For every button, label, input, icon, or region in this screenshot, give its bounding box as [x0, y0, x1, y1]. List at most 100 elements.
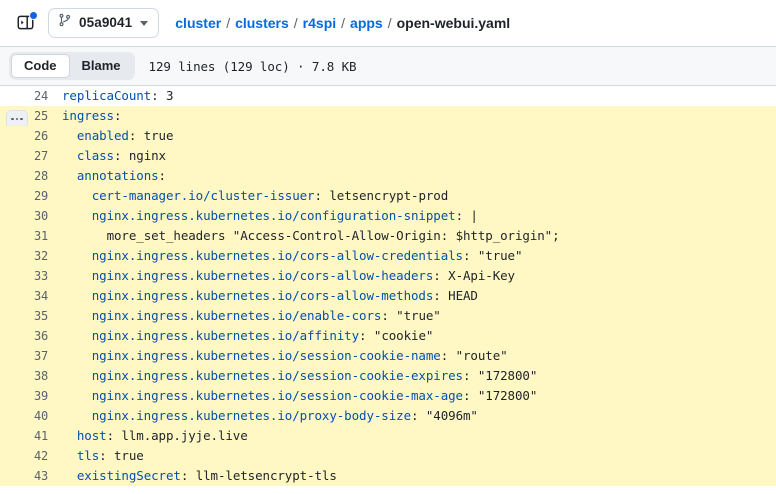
- token-punct: :: [158, 168, 167, 183]
- code-line-content[interactable]: nginx.ingress.kubernetes.io/affinity: "c…: [58, 326, 434, 346]
- code-line-content[interactable]: nginx.ingress.kubernetes.io/session-cook…: [58, 386, 538, 406]
- token-key: nginx.ingress.kubernetes.io/cors-allow-m…: [91, 288, 434, 303]
- line-number[interactable]: 33: [33, 269, 48, 283]
- code-line-content[interactable]: class: nginx: [58, 146, 166, 166]
- indent-space: [62, 228, 107, 243]
- line-number[interactable]: 28: [33, 169, 48, 183]
- token-val: 3: [165, 88, 174, 103]
- code-line: 29 cert-manager.io/cluster-issuer: letse…: [0, 186, 776, 206]
- line-number[interactable]: 43: [33, 469, 48, 483]
- breadcrumb-current-file: open-webui.yaml: [396, 14, 511, 31]
- code-line-content[interactable]: nginx.ingress.kubernetes.io/cors-allow-c…: [58, 246, 523, 266]
- line-number[interactable]: 32: [33, 249, 48, 263]
- sidebar-expand-icon[interactable]: [12, 10, 38, 36]
- code-line: 30 nginx.ingress.kubernetes.io/configura…: [0, 206, 776, 226]
- code-line-content[interactable]: cert-manager.io/cluster-issuer: letsencr…: [58, 186, 449, 206]
- line-number[interactable]: 29: [33, 189, 48, 203]
- code-line-content[interactable]: ingress:: [58, 106, 122, 126]
- code-line-content[interactable]: enabled: true: [58, 126, 174, 146]
- ellipsis-dot-icon: [11, 117, 14, 121]
- line-number[interactable]: 38: [33, 369, 48, 383]
- indent-space: [62, 308, 92, 323]
- code-line-content[interactable]: tls: true: [58, 446, 144, 466]
- line-number[interactable]: 31: [33, 229, 48, 243]
- breadcrumb-link-clusters[interactable]: clusters: [235, 14, 289, 31]
- line-number[interactable]: 35: [33, 309, 48, 323]
- code-line-content[interactable]: nginx.ingress.kubernetes.io/cors-allow-h…: [58, 266, 515, 286]
- expand-hunk-button[interactable]: [6, 110, 28, 128]
- code-line: 24 replicaCount: 3: [0, 86, 776, 106]
- line-number[interactable]: 40: [33, 409, 48, 423]
- breadcrumb-separator: /: [293, 14, 298, 31]
- line-number[interactable]: 25: [0, 109, 58, 128]
- line-number[interactable]: 37: [33, 349, 48, 363]
- line-number[interactable]: 26: [33, 129, 48, 143]
- indent-space: [62, 428, 77, 443]
- token-val: more_set_headers "Access-Control-Allow-O…: [106, 228, 560, 243]
- token-punct: :: [463, 368, 478, 383]
- token-key: nginx.ingress.kubernetes.io/session-cook…: [91, 348, 441, 363]
- line-number[interactable]: 39: [33, 389, 48, 403]
- token-val: nginx: [128, 148, 166, 163]
- token-punct: :: [433, 288, 449, 303]
- breadcrumb-link-apps[interactable]: apps: [350, 14, 383, 31]
- token-punct: :: [381, 308, 397, 323]
- code-line: 38 nginx.ingress.kubernetes.io/session-c…: [0, 366, 776, 386]
- token-punct: :: [463, 248, 478, 263]
- token-key: ingress: [62, 108, 114, 123]
- code-line-content[interactable]: replicaCount: 3: [58, 86, 174, 106]
- code-line-content[interactable]: nginx.ingress.kubernetes.io/proxy-body-s…: [58, 406, 478, 426]
- code-line: 28 annotations:: [0, 166, 776, 186]
- token-key: existingSecret: [76, 468, 181, 483]
- line-number[interactable]: 34: [33, 289, 48, 303]
- code-line: 35 nginx.ingress.kubernetes.io/enable-co…: [0, 306, 776, 326]
- code-line-content[interactable]: nginx.ingress.kubernetes.io/enable-cors:…: [58, 306, 441, 326]
- code-line-content[interactable]: host: llm.app.jyje.live: [58, 426, 248, 446]
- code-line-content[interactable]: annotations:: [58, 166, 166, 186]
- line-number[interactable]: 30: [33, 209, 48, 223]
- breadcrumb-link-cluster[interactable]: cluster: [175, 14, 222, 31]
- indent-space: [62, 248, 92, 263]
- token-punct: :: [128, 128, 144, 143]
- breadcrumb-link-r4spi[interactable]: r4spi: [302, 14, 337, 31]
- code-line-content[interactable]: nginx.ingress.kubernetes.io/configuratio…: [58, 206, 478, 226]
- token-key: nginx.ingress.kubernetes.io/affinity: [91, 328, 360, 343]
- indent-space: [62, 328, 92, 343]
- breadcrumb: cluster/clusters/r4spi/apps/open-webui.y…: [175, 15, 510, 31]
- top-bar: 05a9041 cluster/clusters/r4spi/apps/open…: [0, 0, 776, 46]
- token-key: nginx.ingress.kubernetes.io/session-cook…: [91, 368, 463, 383]
- token-punct: :: [411, 408, 426, 423]
- indent-space: [62, 188, 92, 203]
- tab-blame[interactable]: Blame: [81, 58, 121, 73]
- branch-selector[interactable]: 05a9041: [48, 7, 160, 38]
- code-line: 32 nginx.ingress.kubernetes.io/cors-allo…: [0, 246, 776, 266]
- ellipsis-dot-icon: [20, 117, 23, 121]
- indent-space: [62, 128, 77, 143]
- token-val: llm-letsencrypt-tls: [195, 468, 337, 483]
- code-line-content[interactable]: existingSecret: llm-letsencrypt-tls: [58, 466, 337, 486]
- line-number[interactable]: 42: [33, 449, 48, 463]
- token-val: "172800": [477, 368, 538, 383]
- line-number[interactable]: 36: [33, 329, 48, 343]
- line-number[interactable]: 27: [33, 149, 48, 163]
- indent-space: [62, 348, 92, 363]
- code-line: 39 nginx.ingress.kubernetes.io/session-c…: [0, 386, 776, 406]
- indent-space: [62, 388, 92, 403]
- line-number[interactable]: 24: [33, 89, 48, 103]
- code-line-content[interactable]: nginx.ingress.kubernetes.io/session-cook…: [58, 346, 508, 366]
- code-line-content[interactable]: nginx.ingress.kubernetes.io/session-cook…: [58, 366, 538, 386]
- tab-code[interactable]: Code: [11, 54, 70, 78]
- line-number[interactable]: 41: [33, 429, 48, 443]
- token-key: nginx.ingress.kubernetes.io/session-cook…: [91, 388, 463, 403]
- token-punct: :: [99, 448, 114, 463]
- token-val: "4096m": [425, 408, 478, 423]
- code-line: 43 existingSecret: llm-letsencrypt-tls: [0, 466, 776, 486]
- token-key: host: [76, 428, 107, 443]
- breadcrumb-separator: /: [387, 14, 392, 31]
- code-line: 40 nginx.ingress.kubernetes.io/proxy-bod…: [0, 406, 776, 426]
- token-key: tls: [76, 448, 100, 463]
- code-line-content[interactable]: more_set_headers "Access-Control-Allow-O…: [58, 226, 560, 246]
- code-line-content[interactable]: nginx.ingress.kubernetes.io/cors-allow-m…: [58, 286, 478, 306]
